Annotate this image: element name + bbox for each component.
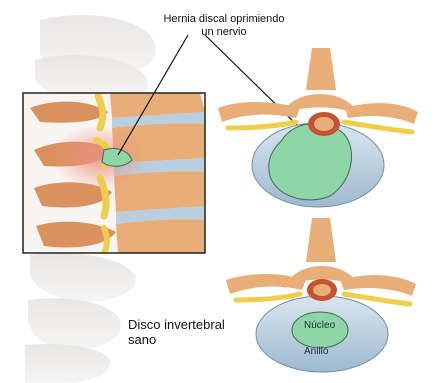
herniated-disc-label: Hernia discal oprimiendo un nervio bbox=[146, 13, 302, 38]
healthy-disc-label: Disco invertebral sano bbox=[128, 318, 225, 348]
herniated-disc-label-line2: un nervio bbox=[146, 26, 302, 39]
healthy-disc-label-line1: Disco invertebral bbox=[128, 318, 225, 333]
healthy-disc-label-line2: sano bbox=[128, 333, 225, 348]
annulus-label: Anillo bbox=[304, 346, 328, 358]
lateral-spine-inset bbox=[23, 93, 205, 253]
herniated-disc-axial bbox=[218, 48, 418, 207]
herniated-disc-label-line1: Hernia discal oprimiendo bbox=[146, 13, 302, 26]
nucleus-label: Núcleo bbox=[304, 320, 335, 332]
